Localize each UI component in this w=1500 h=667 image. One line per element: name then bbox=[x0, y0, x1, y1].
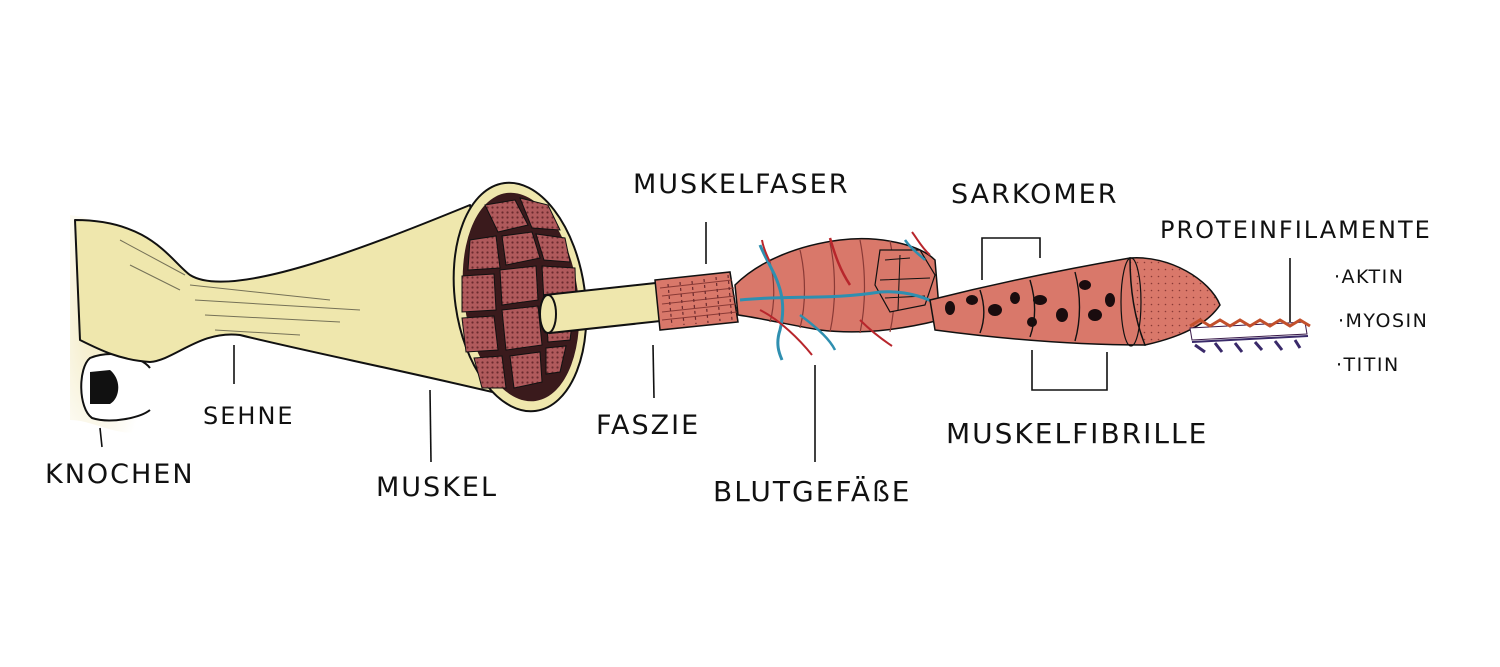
label-muskelfibrille: MUSKELFIBRILLE bbox=[946, 417, 1209, 450]
muscle-cross-section bbox=[452, 181, 588, 413]
label-blutgefaesse: BLUTGEFÄßE bbox=[713, 475, 912, 508]
myofibril-segment bbox=[929, 257, 1221, 347]
bracket-muskelfibrille bbox=[1031, 350, 1108, 391]
bracket-sarkomer bbox=[981, 237, 1041, 280]
blood-vessels bbox=[739, 231, 941, 361]
protein-filaments bbox=[1189, 318, 1311, 354]
pointer-faszie bbox=[652, 344, 655, 399]
label-proteinfilamente: PROTEINFILAMENTE bbox=[1160, 216, 1432, 244]
tendon-muscle-body bbox=[74, 204, 506, 396]
protein-titin: ·TITIN bbox=[1336, 354, 1400, 376]
muscle-fiber-bundle bbox=[654, 271, 739, 331]
pointer-knochen bbox=[99, 427, 103, 448]
label-faszie: FASZIE bbox=[596, 410, 701, 441]
label-knochen: KNOCHEN bbox=[45, 459, 195, 490]
bone-marrow-shape bbox=[90, 370, 119, 404]
label-pointer-lines bbox=[99, 222, 1291, 463]
label-sehne: SEHNE bbox=[203, 402, 295, 430]
protein-myosin: ·MYOSIN bbox=[1338, 310, 1429, 332]
label-muskel: MUSKEL bbox=[376, 472, 499, 503]
protein-aktin: ·AKTIN bbox=[1334, 266, 1405, 288]
label-sarkomer: SARKOMER bbox=[951, 179, 1119, 210]
pointer-muskel bbox=[429, 389, 432, 463]
label-muskelfaser: MUSKELFASER bbox=[633, 169, 850, 200]
